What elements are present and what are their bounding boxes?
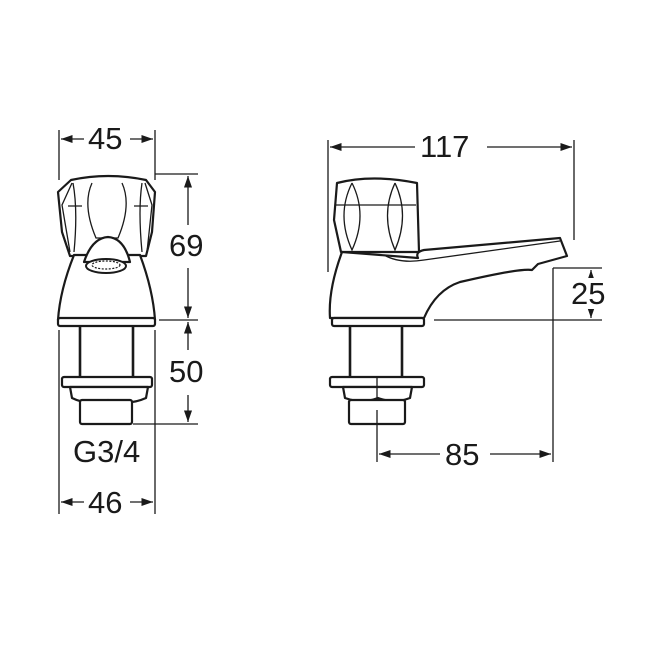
dimension-label-overall-length: 117 bbox=[418, 129, 472, 164]
side-view bbox=[327, 140, 602, 462]
spout-icon bbox=[328, 236, 569, 328]
shank-icon bbox=[60, 326, 154, 426]
dimension-label-spout-reach: 85 bbox=[443, 437, 482, 472]
front-view bbox=[56, 130, 198, 514]
dimension-label-head-height: 69 bbox=[167, 228, 206, 263]
dimension-label-spout-height: 25 bbox=[569, 276, 608, 311]
dimension-label-top-width: 45 bbox=[86, 121, 125, 156]
dimension-label-base-width: 46 bbox=[86, 485, 125, 520]
thread-label: G3/4 bbox=[71, 434, 143, 469]
handle-head-icon bbox=[56, 174, 157, 258]
tap-body-icon bbox=[56, 235, 157, 328]
dimension-label-shank-length: 50 bbox=[167, 354, 206, 389]
side-handle-icon bbox=[332, 177, 421, 254]
side-shank-icon bbox=[328, 326, 426, 426]
